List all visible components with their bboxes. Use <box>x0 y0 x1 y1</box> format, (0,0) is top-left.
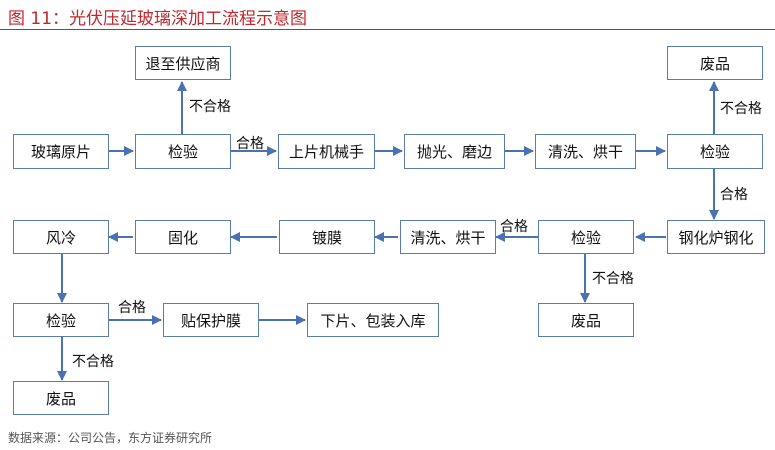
node-protective-film: 贴保护膜 <box>163 303 259 337</box>
node-tempering-furnace: 钢化炉钢化 <box>667 220 765 254</box>
label-fail-inspect1: 不合格 <box>189 99 231 115</box>
node-air-cool: 风冷 <box>13 220 109 254</box>
node-clean-dry-1: 清洗、烘干 <box>535 134 636 169</box>
label-pass-inspect1: 合格 <box>236 136 264 152</box>
node-inspect-4: 检验 <box>13 303 109 337</box>
label-fail-inspect2: 不合格 <box>720 101 762 117</box>
source-note: 数据来源：公司公告，东方证券研究所 <box>8 431 213 445</box>
node-inspect-2: 检验 <box>667 134 763 169</box>
node-curing: 固化 <box>135 220 231 254</box>
node-inspect-3: 检验 <box>538 220 634 254</box>
label-fail-inspect3: 不合格 <box>592 271 634 287</box>
node-inspect-1: 检验 <box>135 134 231 169</box>
label-pass-inspect2: 合格 <box>720 187 748 203</box>
label-pass-inspect4: 合格 <box>118 300 146 316</box>
node-loading-robot: 上片机械手 <box>278 134 375 169</box>
node-coating: 镀膜 <box>279 220 375 254</box>
node-waste-3: 废品 <box>13 381 109 415</box>
label-fail-inspect4: 不合格 <box>72 354 114 370</box>
node-return-supplier: 退至供应商 <box>135 46 231 80</box>
node-waste-2: 废品 <box>538 303 634 337</box>
title-divider <box>0 29 775 30</box>
node-waste-1: 废品 <box>667 46 763 80</box>
node-polish-edge: 抛光、磨边 <box>404 134 505 169</box>
label-pass-inspect3: 合格 <box>500 219 528 235</box>
node-unload-pack: 下片、包装入库 <box>307 303 439 337</box>
figure-title: 图 11：光伏压延玻璃深加工流程示意图 <box>8 9 308 29</box>
node-raw-glass: 玻璃原片 <box>13 134 109 169</box>
node-clean-dry-2: 清洗、烘干 <box>400 220 496 254</box>
